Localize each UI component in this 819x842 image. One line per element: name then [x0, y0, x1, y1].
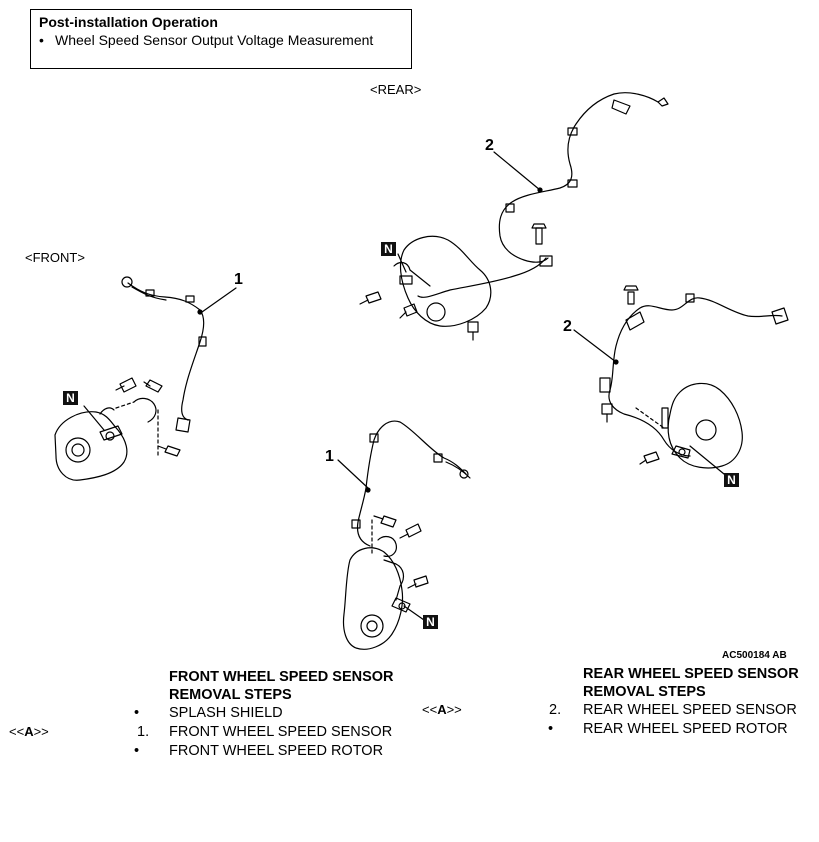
front-step-3-marker: •	[134, 743, 140, 759]
ref-close: >>	[33, 724, 49, 739]
rear-heading-line1: REAR WHEEL SPEED SENSOR	[583, 666, 799, 682]
front-step-2-ref: <<A>>	[9, 724, 49, 739]
rear-step-1-marker: 2.	[549, 702, 562, 718]
bullet: •	[39, 32, 44, 48]
leader-2-rear-top	[493, 151, 541, 191]
leader-2-rear-right	[573, 329, 617, 363]
front-heading-line2: REMOVAL STEPS	[169, 687, 292, 703]
ref-open: <<	[422, 702, 438, 717]
front-step-2-label: FRONT WHEEL SPEED SENSOR	[169, 724, 393, 740]
rear-heading-line2: REMOVAL STEPS	[583, 684, 706, 700]
rear-right-assembly	[599, 285, 789, 469]
callout-2-rear-right: 2	[563, 318, 572, 335]
leader-n-front-center	[403, 605, 425, 621]
leader-1-front-center	[337, 459, 369, 489]
post-installation-item-label: Wheel Speed Sensor Output Voltage Measur…	[55, 32, 374, 48]
callout-1-front-left: 1	[234, 271, 243, 288]
front-heading-line1: FRONT WHEEL SPEED SENSOR	[169, 669, 394, 685]
front-view-label: <FRONT>	[25, 250, 85, 265]
n-callout-front-left: N	[63, 391, 78, 405]
front-step-1-label: SPLASH SHIELD	[169, 705, 283, 721]
leader-n-rear-right	[689, 445, 725, 475]
leader-n-front-left	[83, 405, 105, 431]
post-installation-box: Post-installation Operation • Wheel Speed…	[30, 9, 412, 69]
ref-letter: A	[24, 724, 34, 739]
rear-step-1-label: REAR WHEEL SPEED SENSOR	[583, 702, 797, 718]
rear-step-1-ref: <<A>>	[422, 702, 462, 717]
rear-step-2-marker: •	[548, 721, 554, 737]
rear-step-2-label: REAR WHEEL SPEED ROTOR	[583, 721, 788, 737]
rear-left-assembly	[359, 92, 669, 341]
n-callout-rear-right: N	[724, 473, 739, 487]
callout-1-front-center: 1	[325, 448, 334, 465]
front-step-3-label: FRONT WHEEL SPEED ROTOR	[169, 743, 384, 759]
front-left-assembly	[54, 276, 207, 481]
front-step-1-marker: •	[134, 705, 140, 721]
post-installation-item: • Wheel Speed Sensor Output Voltage Measu…	[39, 31, 403, 49]
ref-letter: A	[437, 702, 447, 717]
callout-2-rear-top: 2	[485, 137, 494, 154]
ref-open: <<	[9, 724, 25, 739]
n-callout-front-center: N	[423, 615, 438, 629]
ref-close: >>	[446, 702, 462, 717]
rear-view-label: <REAR>	[370, 82, 422, 97]
n-callout-rear-top: N	[381, 242, 396, 256]
leader-n-rear-top	[397, 253, 407, 273]
leader-1-front-left	[201, 287, 237, 313]
figure-code: AC500184 AB	[722, 650, 787, 661]
front-step-2-marker: 1.	[137, 724, 150, 740]
post-installation-title: Post-installation Operation	[39, 14, 218, 30]
front-right-assembly	[342, 420, 471, 650]
